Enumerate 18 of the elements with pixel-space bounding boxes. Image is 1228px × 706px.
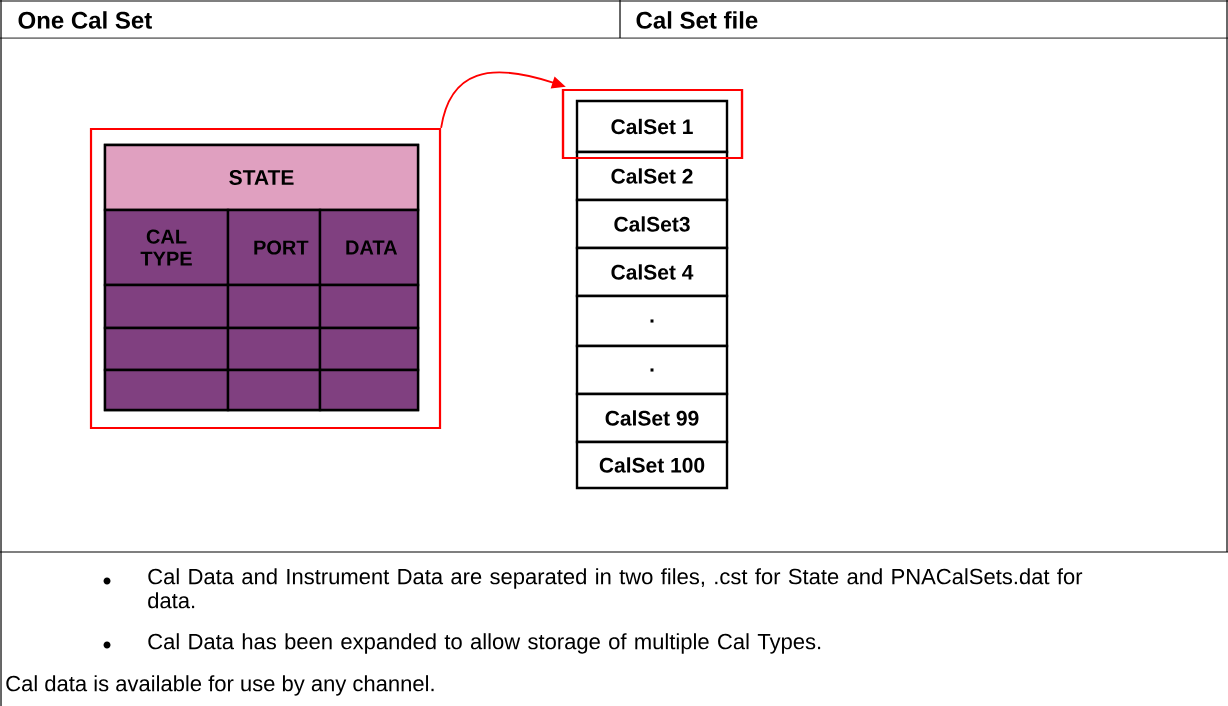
column-heading: One Cal Set <box>18 11 152 29</box>
list-cell: CalSet 1 <box>575 99 729 154</box>
bullet-text: Cal Data and Instrument Data are separated in two files, .cst for State and PNACalSets.dat for data. <box>148 568 1083 609</box>
highlight-frame <box>89 127 442 430</box>
list-cell: . <box>575 344 729 396</box>
column-header-cell: CAL TYPE <box>103 208 230 287</box>
bullet-text: Cal Data has been expanded to allow storage of multiple Cal Types. <box>148 633 821 654</box>
list-cell: CalSet 99 <box>575 392 729 444</box>
column-heading: Cal Set file <box>636 11 758 29</box>
list-cell: CalSet 4 <box>575 246 729 298</box>
list-cell: CalSet 100 <box>575 440 729 490</box>
note-text: Cal data is available for use by any channel. <box>6 675 434 696</box>
list-cell: CalSet 2 <box>575 150 729 202</box>
column-header-cell: PORT <box>226 208 322 287</box>
table-header-cell: STATE <box>103 143 420 212</box>
list-cell: CalSet3 <box>575 198 729 250</box>
column-header-cell: DATA <box>318 208 420 287</box>
list-cell: . <box>575 294 729 348</box>
